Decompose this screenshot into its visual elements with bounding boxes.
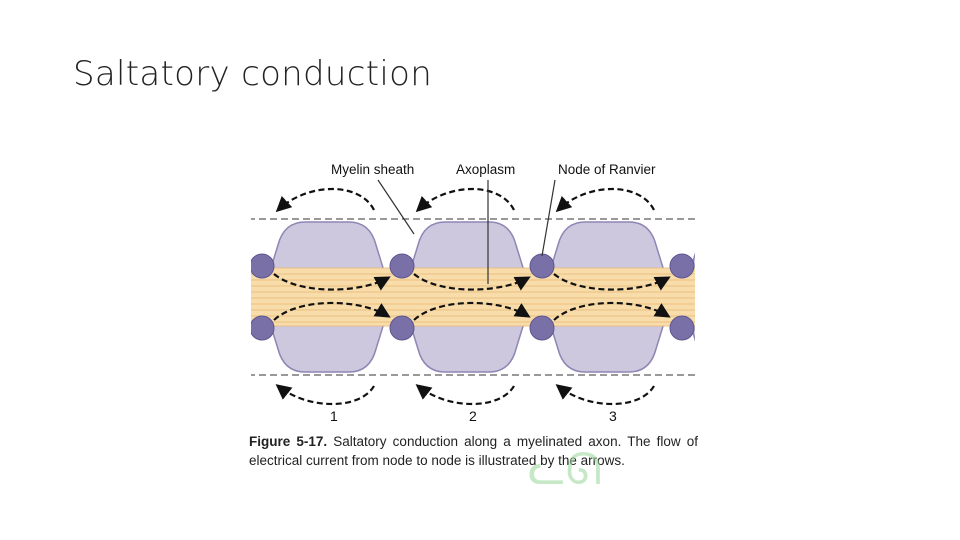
watermark-logo: ᓚᘏ xyxy=(528,444,602,495)
axoplasm-band xyxy=(251,268,695,326)
node-ranvier-bottom-2 xyxy=(529,315,555,341)
figure-caption: Figure 5-17. Saltatory conduction along … xyxy=(249,432,698,470)
myelin-leader-line xyxy=(377,179,415,235)
figure-number: Figure 5-17. xyxy=(249,434,328,449)
node-ranvier-top-2 xyxy=(529,253,555,279)
current-arrow-outer-bottom-1 xyxy=(275,384,375,405)
segment-number-2: 2 xyxy=(469,408,477,424)
saltatory-conduction-figure: Myelin sheath Axoplasm Node of Ranvier 1… xyxy=(248,152,700,495)
node-leader-line xyxy=(541,179,556,257)
current-arrow-inner-upper-2 xyxy=(413,273,531,291)
node-ranvier-bottom-1 xyxy=(389,315,415,341)
node-ranvier-top-1 xyxy=(389,253,415,279)
slide-title: Saltatory conduction xyxy=(73,54,433,94)
label-myelin-sheath: Myelin sheath xyxy=(331,162,415,177)
current-arrow-outer-top-1 xyxy=(275,187,375,213)
current-arrow-outer-top-3 xyxy=(555,187,655,213)
node-ranvier-top-3 xyxy=(669,253,695,279)
current-arrow-inner-lower-2 xyxy=(413,301,531,321)
label-node-of-ranvier: Node of Ranvier xyxy=(558,162,656,177)
node-ranvier-bottom-3 xyxy=(669,315,695,341)
current-arrow-inner-upper-1 xyxy=(273,273,391,291)
axoplasm-lines xyxy=(251,267,695,327)
current-arrow-outer-top-2 xyxy=(415,187,515,213)
current-arrow-outer-bottom-3 xyxy=(555,384,655,405)
figure-caption-text: Saltatory conduction along a myelinated … xyxy=(249,434,698,468)
current-arrow-inner-lower-1 xyxy=(273,301,391,321)
node-ranvier-bottom-0 xyxy=(251,315,275,341)
current-arrow-inner-lower-3 xyxy=(553,301,671,321)
segment-number-1: 1 xyxy=(330,408,338,424)
node-ranvier-top-0 xyxy=(251,253,275,279)
label-axoplasm: Axoplasm xyxy=(456,162,516,177)
segment-number-3: 3 xyxy=(609,408,617,424)
current-arrow-inner-upper-3 xyxy=(553,273,671,291)
axon-diagram xyxy=(251,179,695,405)
current-arrow-outer-bottom-2 xyxy=(415,384,515,405)
